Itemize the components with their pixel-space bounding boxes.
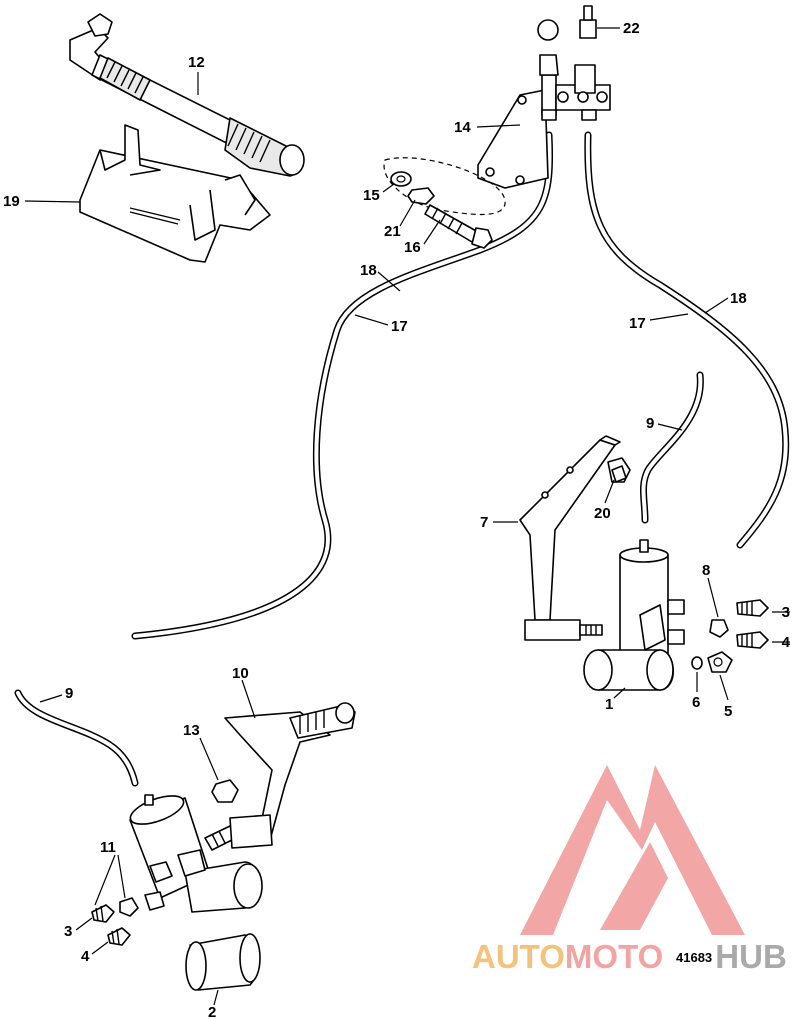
callout-3-right: 3 xyxy=(782,604,790,621)
callout-11: 11 xyxy=(100,839,116,856)
callout-18-right: 18 xyxy=(730,290,747,307)
hardware-15-21-16 xyxy=(383,157,506,249)
callout-13: 13 xyxy=(183,722,200,739)
callout-9-right: 9 xyxy=(646,415,654,432)
callout-16: 16 xyxy=(404,239,421,256)
lower-bolt xyxy=(204,814,273,851)
callout-12: 12 xyxy=(188,54,205,71)
part-10-bracket xyxy=(224,702,356,841)
callout-19: 19 xyxy=(3,193,20,210)
parts-3-4-8-6-5-right xyxy=(691,599,769,673)
hose-9-right xyxy=(640,371,704,524)
callout-22: 22 xyxy=(623,20,640,37)
watermark-logo xyxy=(520,765,745,935)
diagram-id: 41683 xyxy=(676,950,712,965)
part-12-handle xyxy=(69,13,305,177)
part-13-nut xyxy=(211,779,239,803)
callout-2: 2 xyxy=(208,1004,216,1019)
callout-17-right: 17 xyxy=(629,315,646,332)
parts-3-4-11-left xyxy=(91,897,139,946)
watermark-hub: HUB xyxy=(715,938,787,975)
part-20-bolt xyxy=(607,457,631,483)
part-22-pin xyxy=(579,5,597,39)
callout-10: 10 xyxy=(232,665,249,682)
part-2-sleeve xyxy=(185,933,261,991)
part-1-pump-body xyxy=(583,539,685,691)
callout-4-right: 4 xyxy=(782,634,791,651)
part-7-bracket xyxy=(519,435,621,641)
callout-9-left: 9 xyxy=(65,685,73,702)
hose-right xyxy=(584,131,790,549)
callout-3-left: 3 xyxy=(64,923,72,940)
leader-lines xyxy=(24,27,790,1006)
hose-9-left xyxy=(14,689,139,787)
callout-15: 15 xyxy=(363,187,380,204)
lower-pump-body xyxy=(129,794,263,913)
part-19-cradle xyxy=(79,124,271,263)
callout-21: 21 xyxy=(384,223,401,240)
callout-labels: 22 12 14 19 15 21 16 18 17 18 17 9 20 7 … xyxy=(3,20,791,1019)
watermark-moto: MOTO xyxy=(565,938,663,975)
watermark-auto: AUTO xyxy=(472,938,565,975)
callout-8: 8 xyxy=(702,562,710,579)
callout-20: 20 xyxy=(594,505,611,522)
callout-7: 7 xyxy=(480,514,488,531)
hose-left xyxy=(131,131,553,640)
callout-4-left: 4 xyxy=(81,948,90,965)
watermark-text: AUTOMOTO HUB xyxy=(472,938,787,975)
watermark-logo-mark xyxy=(520,765,745,935)
callout-6: 6 xyxy=(692,694,700,711)
callout-18-left: 18 xyxy=(360,262,377,279)
part-14-valve-bracket xyxy=(477,19,611,189)
callout-14: 14 xyxy=(454,119,471,136)
callout-5: 5 xyxy=(724,703,732,720)
callout-17-left: 17 xyxy=(391,318,408,335)
callout-1: 1 xyxy=(605,696,613,713)
